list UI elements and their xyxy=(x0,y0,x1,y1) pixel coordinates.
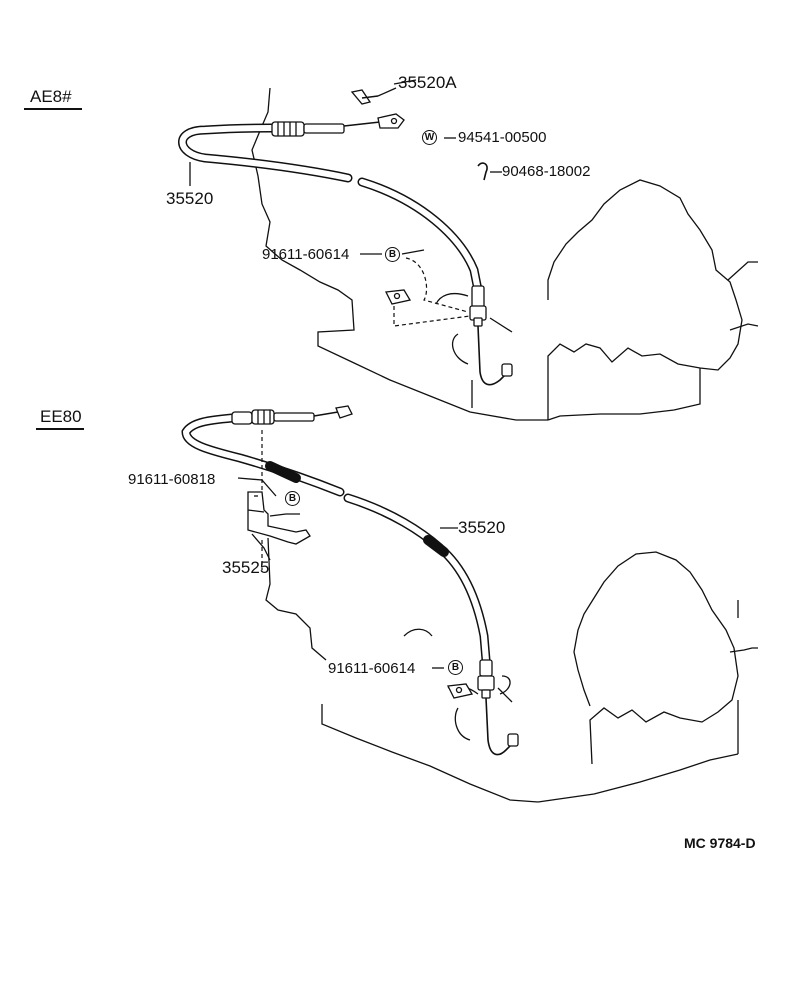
label-pin-35520a: 35520A xyxy=(398,73,457,92)
ae8-leader-lines xyxy=(189,79,456,255)
ee80-leader-lines xyxy=(237,477,458,669)
section-label-ae8-underline xyxy=(24,108,82,110)
ae8-pin-35520a xyxy=(350,87,397,105)
section-label-ae8: AE8# xyxy=(24,87,82,110)
label-bracket-35525: 35525 xyxy=(222,558,270,577)
ee80-transaxle-outline xyxy=(265,537,758,803)
label-ae8-bolt-91611-60614: 91611-60614 xyxy=(262,246,350,263)
label-washer-94541: 94541-00500 xyxy=(458,129,547,146)
ee80-bracket-bolt-mark-b: B xyxy=(285,491,300,506)
ee80-lower-bracket-bolt xyxy=(447,683,474,699)
label-ee80-cable-35520: 35520 xyxy=(458,518,506,537)
ae8-bracket-bolt xyxy=(385,249,471,327)
ee80-throttle-cable xyxy=(181,405,519,756)
ae8-clip-90468 xyxy=(477,162,502,181)
section-label-ae8-text: AE8# xyxy=(30,87,72,106)
label-ae8-cable-35520: 35520 xyxy=(166,189,214,208)
ae8-throttle-cable xyxy=(178,113,513,386)
washer-mark-w: W xyxy=(422,130,437,145)
section-label-ee80-text: EE80 xyxy=(40,407,82,426)
section-label-ee80-underline xyxy=(36,428,84,430)
label-ee80-bolt-91611-60614: 91611-60614 xyxy=(328,660,416,677)
ee80-bolt-mark-b: B xyxy=(448,660,463,675)
label-ee80-bracket-bolt-91611-60818: 91611-60818 xyxy=(128,471,216,488)
section-label-ee80: EE80 xyxy=(36,407,84,430)
ee80-bracket-35525 xyxy=(247,430,311,570)
ae8-bolt-mark-b: B xyxy=(385,247,400,262)
reference-code: MC 9784-D xyxy=(684,835,756,851)
label-clip-90468: 90468-18002 xyxy=(502,163,591,180)
